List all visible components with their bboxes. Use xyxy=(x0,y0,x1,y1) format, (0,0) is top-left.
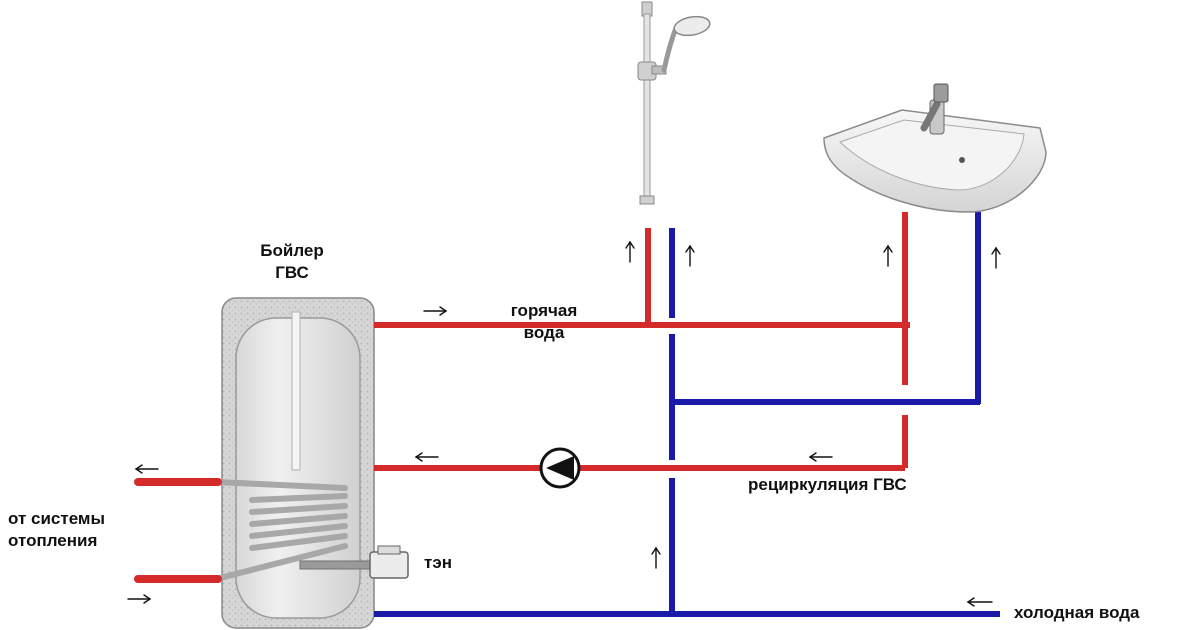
heating-circuit-pipes xyxy=(134,478,222,583)
boiler-label-line2: ГВС xyxy=(275,263,309,282)
boiler-label: Бойлер ГВС xyxy=(250,240,334,284)
arrow-left-icon xyxy=(134,464,159,474)
arrow-up-icon xyxy=(883,244,893,267)
boiler-label-line1: Бойлер xyxy=(260,241,324,260)
circulation-pump-icon xyxy=(539,447,581,489)
cold-water-label: холодная вода xyxy=(1014,603,1140,622)
heating-label-line2: отопления xyxy=(8,531,98,550)
heating-element-label: тэн xyxy=(424,553,452,572)
hot-water-label: горячая вода xyxy=(496,300,592,344)
arrow-right-icon xyxy=(127,594,152,604)
heating-element xyxy=(299,545,409,579)
arrow-up-icon xyxy=(625,240,635,263)
arrow-left-icon xyxy=(414,452,439,462)
recirculation-label: рециркуляция ГВС xyxy=(748,475,907,494)
arrow-up-icon xyxy=(991,246,1001,269)
hot-water-pipes xyxy=(374,212,910,471)
flow-arrows xyxy=(127,240,1001,607)
hot-water-label-line2: вода xyxy=(523,323,565,342)
arrow-left-icon xyxy=(966,597,993,607)
heating-label-line1: от системы xyxy=(8,509,106,528)
arrow-right-icon xyxy=(423,306,448,316)
hot-water-label-line1: горячая xyxy=(510,301,578,320)
cold-water-pipes xyxy=(374,212,1000,617)
boiler-tank xyxy=(213,297,409,629)
arrow-up-icon xyxy=(651,546,661,569)
hot-water-outlet-tube xyxy=(291,311,301,471)
heating-label: от системы отопления xyxy=(8,508,105,552)
shower-icon xyxy=(637,1,711,205)
sink-icon xyxy=(823,83,1047,213)
arrow-up-icon xyxy=(685,244,695,267)
heat-exchanger-coil xyxy=(213,479,348,582)
arrow-left-icon xyxy=(808,452,833,462)
